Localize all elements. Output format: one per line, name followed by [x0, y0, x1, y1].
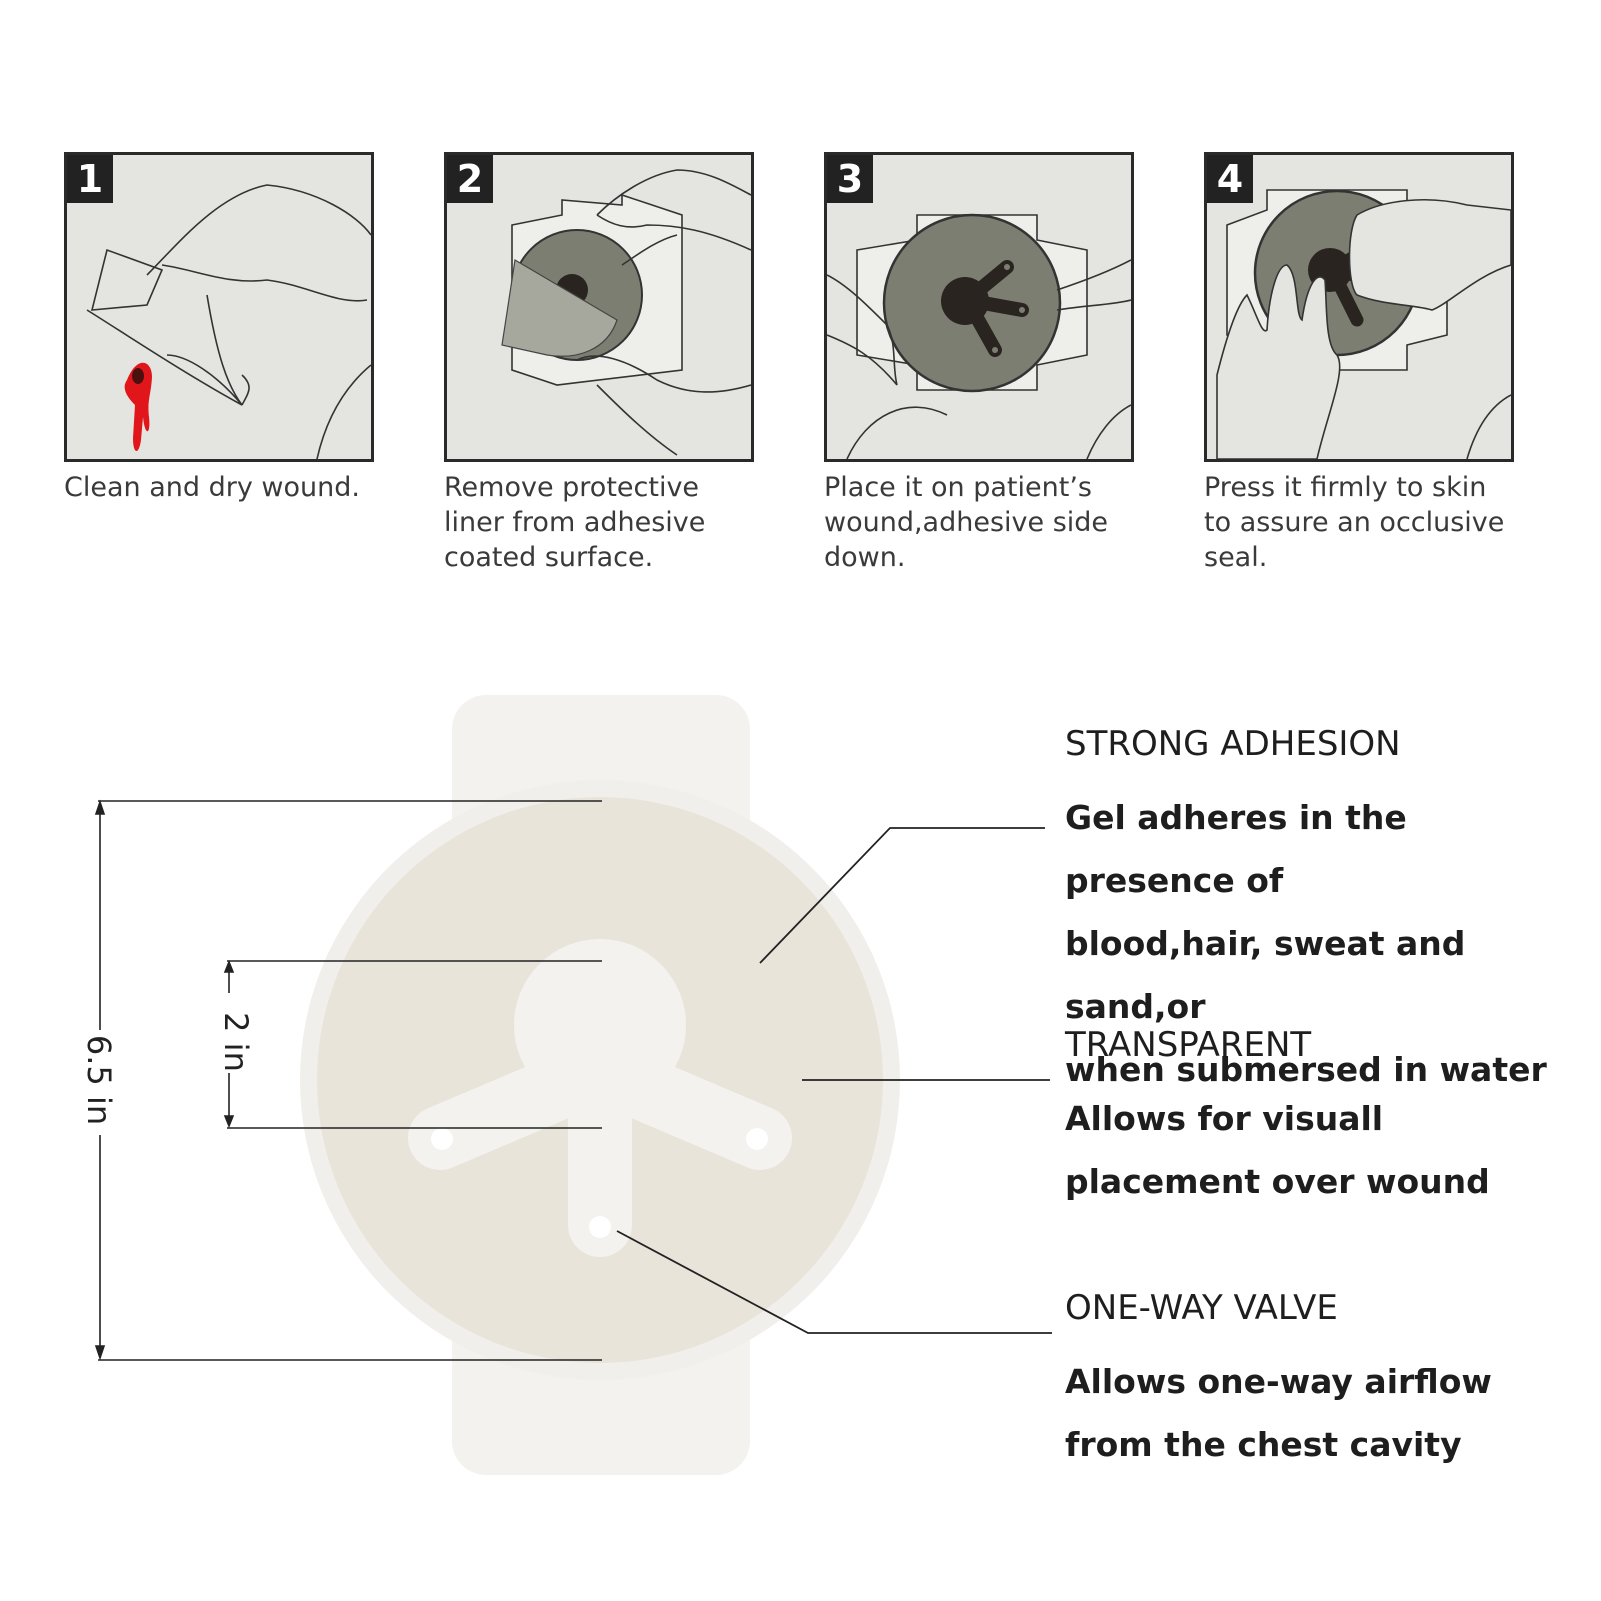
clean-wound-illustration: [86, 184, 371, 459]
step-3-caption: Place it on patient’s wound,adhesive sid…: [824, 472, 1109, 573]
feature-transparent: TRANSPARENT Allows for visuall placement…: [1065, 1023, 1585, 1213]
step-4-illustration: 4: [1204, 152, 1514, 462]
step-3-illustration: 3: [824, 152, 1134, 462]
feature-title: ONE-WAY VALVE: [1065, 1288, 1338, 1328]
feature-line: Allows for visuall: [1065, 1099, 1384, 1138]
step-number-badge: 2: [447, 155, 493, 203]
remove-liner-illustration: [501, 169, 751, 456]
place-seal-illustration: [827, 213, 1131, 459]
step-1: 1 Clean and dry wound.: [64, 152, 374, 505]
feature-line: blood,hair, sweat and sand,or: [1065, 924, 1466, 1026]
feature-line: Allows one-way airflow: [1065, 1362, 1492, 1401]
feature-line: when submersed in water: [1065, 1050, 1547, 1089]
step-1-caption: Clean and dry wound.: [64, 472, 360, 503]
inner-dimension-label: 2 in: [216, 1012, 255, 1072]
valve-holes: [431, 1128, 768, 1238]
step-4-caption: Press it firmly to skin to assure an occ…: [1204, 472, 1505, 573]
feature-one-way-valve: ONE-WAY VALVE Allows one-way airflow fro…: [1065, 1286, 1585, 1476]
step-3: 3 Place it on patient’s wound,ad: [824, 152, 1134, 575]
callout-lines: [616, 827, 1052, 1334]
feature-strong-adhesion: STRONG ADHESION Gel adheres in the prese…: [1065, 722, 1585, 1101]
feature-line: placement over wound: [1065, 1162, 1490, 1201]
product-diagram: [94, 695, 1052, 1475]
step-number-badge: 3: [827, 155, 873, 203]
step-2-illustration: 2: [444, 152, 754, 462]
step-2-caption: Remove protective liner from adhesive co…: [444, 472, 706, 573]
valve-cutout: [408, 939, 792, 1257]
press-seal-illustration: [1216, 189, 1511, 459]
feature-line: Gel adheres in the presence of: [1065, 798, 1407, 900]
dimension-lines: [94, 799, 602, 1361]
step-4: 4 Press it firmly to skin to assure an o…: [1204, 152, 1514, 575]
feature-title: TRANSPARENT: [1065, 1025, 1312, 1065]
feature-line: from the chest cavity: [1065, 1425, 1462, 1464]
step-number-badge: 1: [67, 155, 113, 203]
step-number-badge: 4: [1207, 155, 1253, 203]
outer-dimension-label: 6.5 in: [80, 1034, 119, 1126]
feature-title: STRONG ADHESION: [1065, 724, 1401, 764]
step-2: 2 Remove protective liner from adhesive …: [444, 152, 754, 575]
step-1-illustration: 1: [64, 152, 374, 462]
